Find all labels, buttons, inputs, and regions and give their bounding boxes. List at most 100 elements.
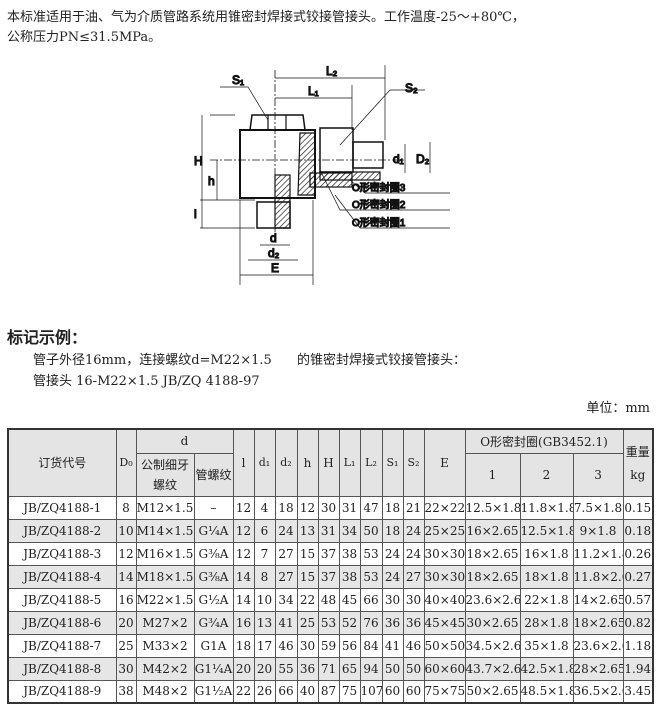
cell-S2: 24 [402,518,425,543]
cell-oring-3: 18×2.65 [572,610,624,635]
cell-h: 15 [296,541,319,566]
cell-oring-1: 50×2.65 [464,679,521,704]
cell-L1: 75 [338,679,361,704]
spec-table: 订货代号 D₀ d l d₁ d₂ h H L₁ L₂ S₁ S₂ E O形密封… [7,428,655,704]
cell-metric: M12×1.5 [135,495,195,520]
label-oring-1: O形密封圈1 [352,216,406,229]
cell-L2: 107 [359,679,383,704]
cell-D0: 12 [115,541,137,566]
cell-oring-2: 42.5×1.8 [519,656,574,681]
cell-S1: 24 [381,564,404,589]
cell-pipe: G1A [193,633,234,658]
cell-oring-1: 23.6×2.65 [464,587,521,612]
cell-oring-2: 22×1.8 [519,587,574,612]
cell-D0: 10 [115,518,137,543]
cell-L2: 94 [359,656,383,681]
cell-pipe: G1¹⁄₂A [193,679,234,704]
cell-S2: 60 [402,679,425,704]
cell-L2: 84 [359,633,383,658]
cell-S2: 24 [402,541,425,566]
cell-d2: 24 [274,518,298,543]
cell-L2: 66 [359,587,383,612]
cell-h: 22 [296,587,319,612]
cell-oring-3: 11.8×2.65 [572,564,624,589]
cell-weight: 1.18 [622,633,654,658]
header-oring-1: 1 [464,452,521,497]
cell-L1: 52 [338,610,361,635]
cell-S1: 30 [381,587,404,612]
cell-S2: 36 [402,610,425,635]
cell-S2: 30 [402,587,425,612]
cell-d2: 46 [274,633,298,658]
cell-metric: M33×2 [135,633,195,658]
cell-L1: 31 [338,495,361,520]
label-H: H [194,154,203,168]
cell-H: 30 [317,495,340,520]
header-code: 订货代号 [7,428,117,497]
cell-oring-3: 11.2×1.8 [572,541,624,566]
cell-oring-2: 11.8×1.8 [519,495,574,520]
cell-metric: M42×2 [135,656,195,681]
cell-d1: 10 [253,587,276,612]
example-line-2: 管接头 16-M22×1.5 JB/ZQ 4188-97 [33,374,260,389]
cell-L1: 65 [338,656,361,681]
label-d2: d₂ [268,246,280,260]
cell-h: 40 [296,679,319,704]
cell-D0: 30 [115,656,137,681]
cell-H: 37 [317,541,340,566]
cell-oring-2: 12.5×1.8 [519,518,574,543]
cell-l: 16 [232,610,255,635]
cell-S1: 60 [381,679,404,704]
cell-pipe: G¹⁄₂A [193,587,234,612]
label-E: E [271,261,279,275]
cell-E: 22×22 [423,495,466,520]
cell-oring-1: 30×2.65 [464,610,521,635]
label-S2: S₂ [405,81,418,95]
cell-oring-3: 9×1.8 [572,518,624,543]
cell-H: 53 [317,610,340,635]
cell-weight: 0.15 [622,495,654,520]
header-metric: 公制细牙螺纹 [135,452,195,497]
cell-L2: 47 [359,495,383,520]
cell-metric: M27×2 [135,610,195,635]
label-d: d [270,231,277,245]
cell-L1: 38 [338,541,361,566]
cell-code: JB/ZQ4188-9 [7,679,117,704]
cell-S1: 18 [381,495,404,520]
header-S2: S₂ [402,428,425,497]
cell-L1: 56 [338,633,361,658]
cell-l: 20 [232,656,255,681]
cell-d1: 4 [253,495,276,520]
label-oring-2: O形密封圈2 [352,198,406,211]
header-d2: d₂ [274,428,298,497]
cell-pipe: G³⁄₈A [193,564,234,589]
label-d1: d₁ [393,152,404,166]
cell-metric: M14×1.5 [135,518,195,543]
header-d1: d₁ [253,428,276,497]
cell-H: 37 [317,564,340,589]
cell-H: 31 [317,518,340,543]
cell-oring-1: 16×2.65 [464,518,521,543]
label-l: l [194,207,197,221]
cell-d2: 55 [274,656,298,681]
cell-S2: 46 [402,633,425,658]
cell-D0: 8 [115,495,137,520]
cell-H: 71 [317,656,340,681]
header-l: l [232,428,255,497]
cell-E: 30×30 [423,564,466,589]
cell-d2: 41 [274,610,298,635]
header-oring: O形密封圈(GB3452.1) [464,428,624,454]
cell-oring-3: 7.5×1.8 [572,495,624,520]
example-line-1b: 的锥密封焊接式铰接管接头： [297,353,467,368]
cell-h: 13 [296,518,319,543]
cell-D0: 20 [115,610,137,635]
cell-oring-1: 12.5×1.8 [464,495,521,520]
cell-L2: 50 [359,518,383,543]
cell-h: 36 [296,656,319,681]
cell-oring-2: 16×1.8 [519,541,574,566]
